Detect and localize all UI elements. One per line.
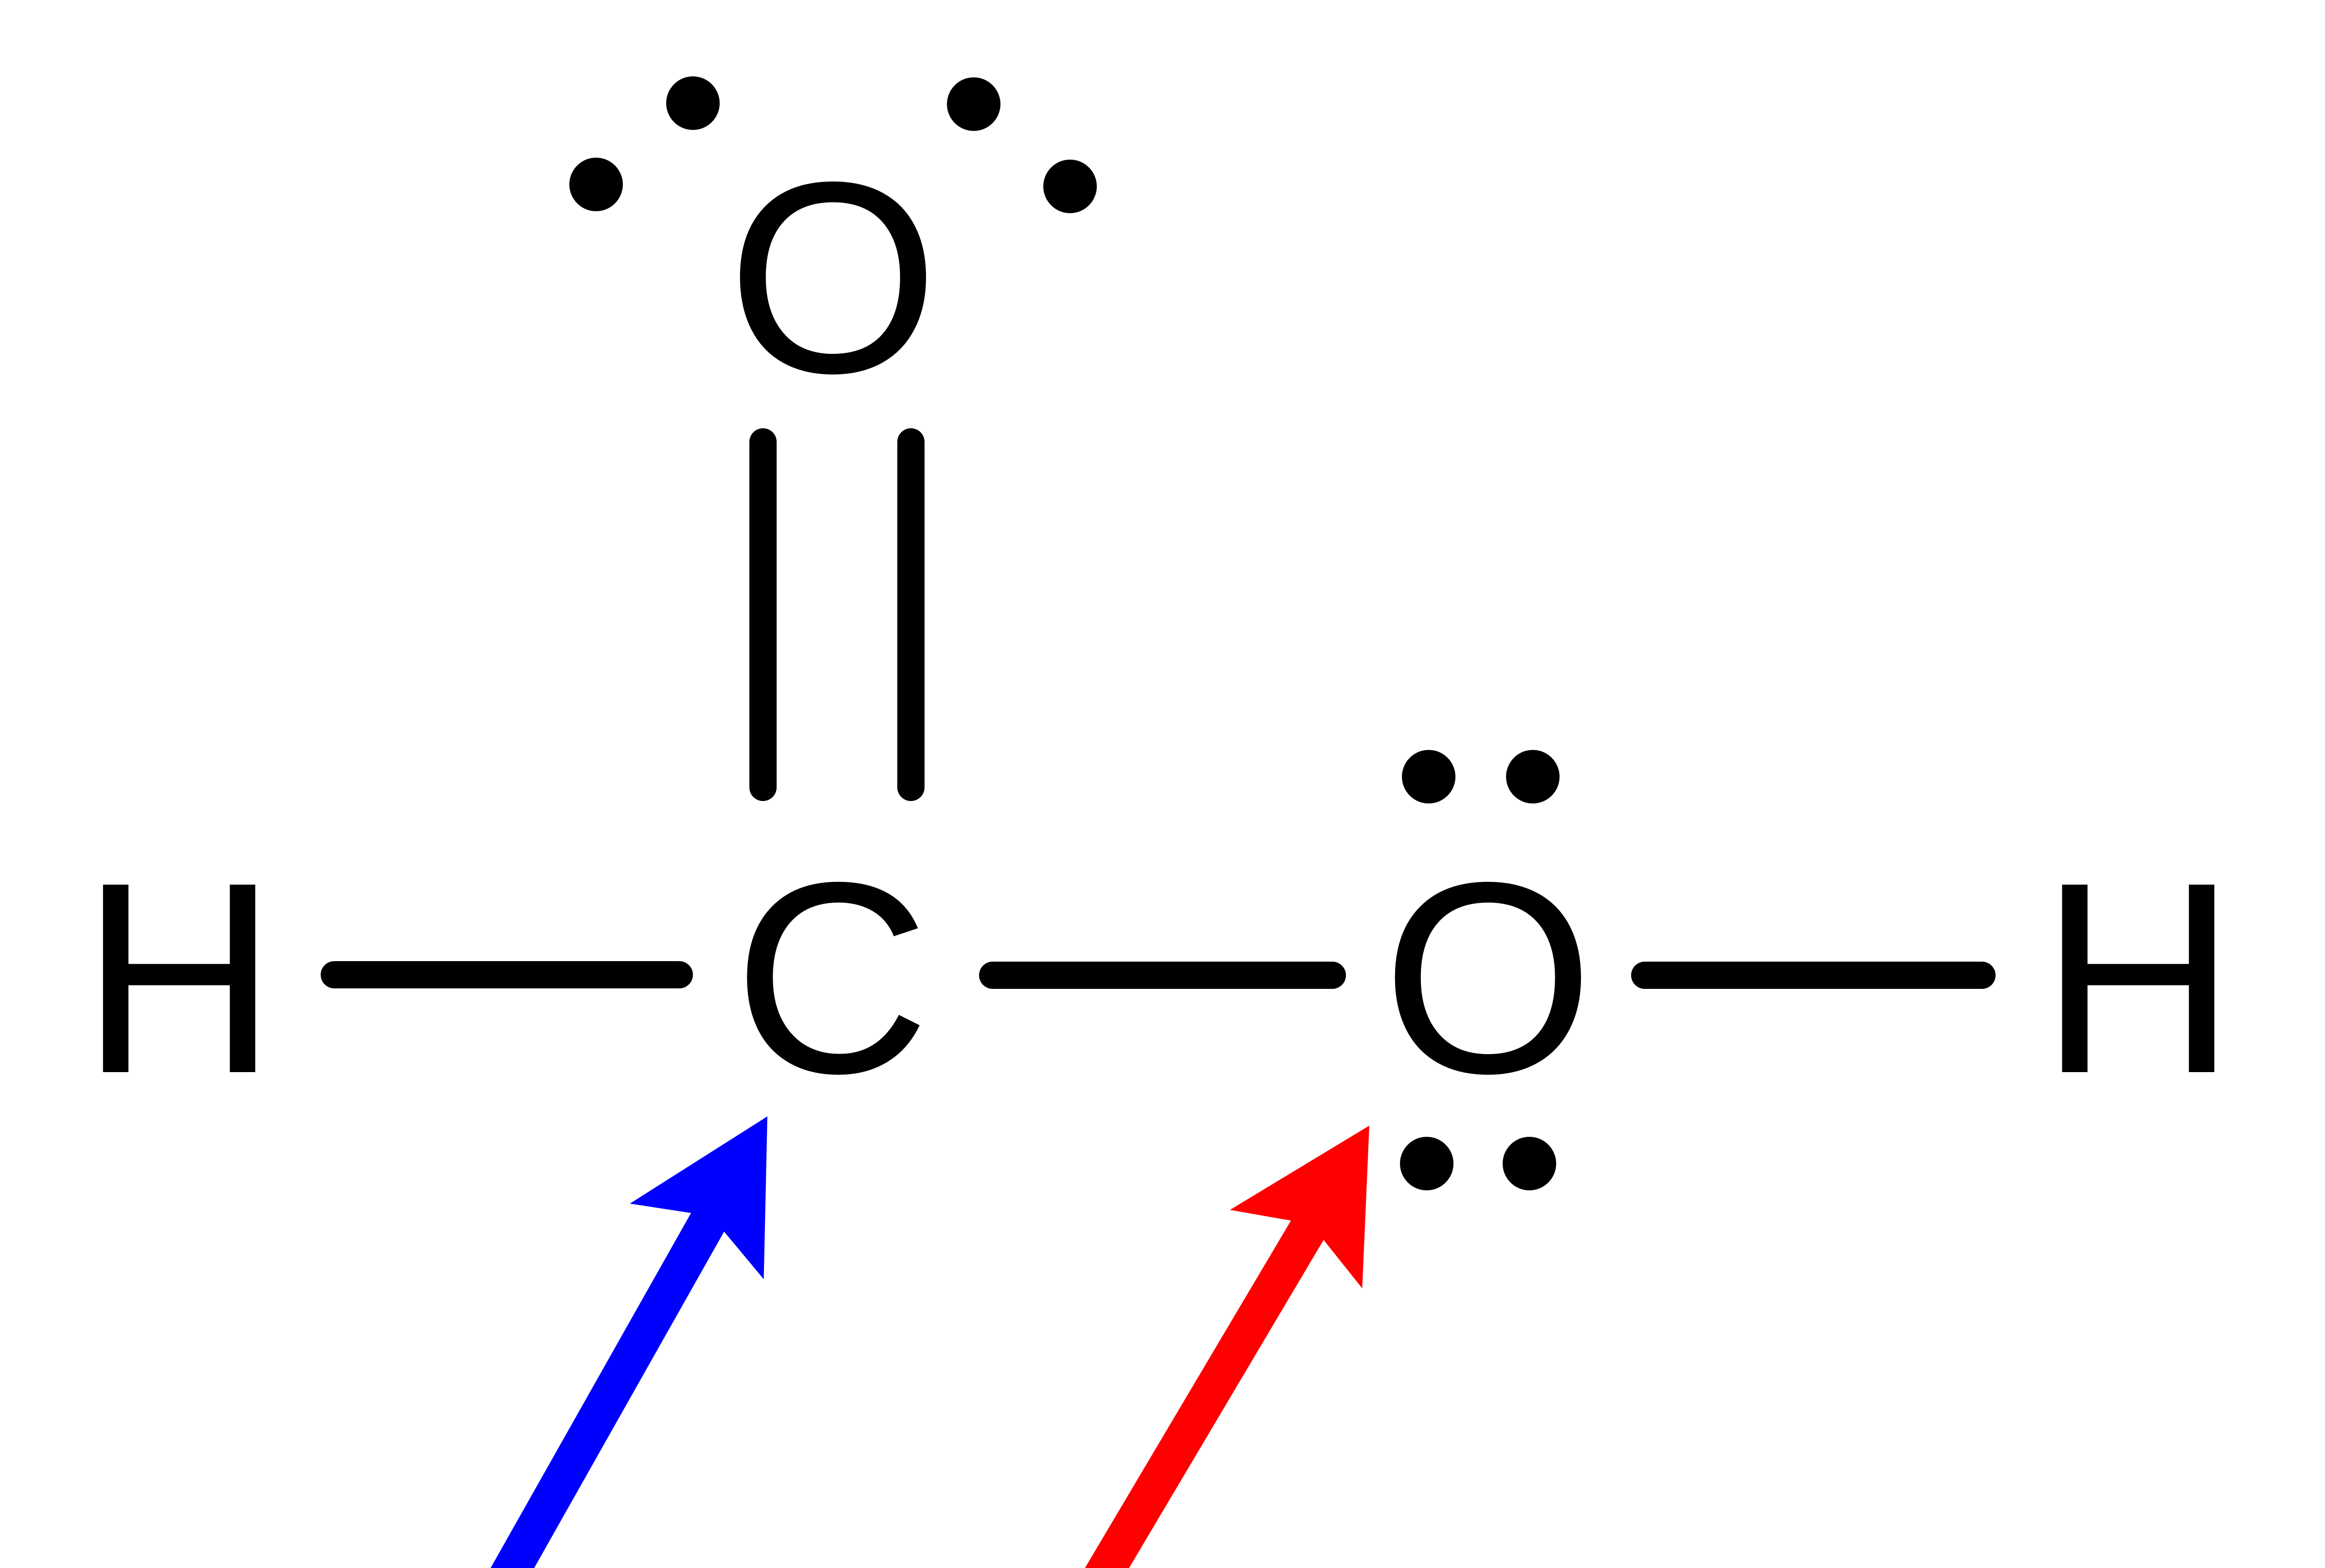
atom-labels-layer: O H C O H [81,125,2236,1130]
lone-pair-o-top-dot-2 [947,77,1000,131]
lone-pair-o-right-dot-2 [1506,750,1560,803]
lone-pairs-layer [569,76,1560,1190]
atom-label-C: C [733,825,930,1130]
atom-label-O-top: O [727,125,939,430]
atom-label-H-left: H [81,825,277,1130]
lone-pair-o-right-dot-3 [1400,1137,1453,1190]
lone-pair-o-top-dot-1 [666,76,720,130]
atom-label-H-right: H [2040,825,2236,1130]
red-arrow [1085,1126,1369,1568]
atom-label-O-right: O [1382,825,1594,1130]
lone-pair-o-right-dot-4 [1503,1137,1556,1190]
annotation-arrows-layer [490,1116,1369,1568]
lone-pair-o-top-dot-3 [569,158,623,211]
bonds-layer [321,428,1996,989]
lone-pair-o-top-dot-4 [1043,160,1097,213]
blue-arrow [490,1116,767,1568]
lone-pair-o-right-dot-1 [1402,750,1455,803]
